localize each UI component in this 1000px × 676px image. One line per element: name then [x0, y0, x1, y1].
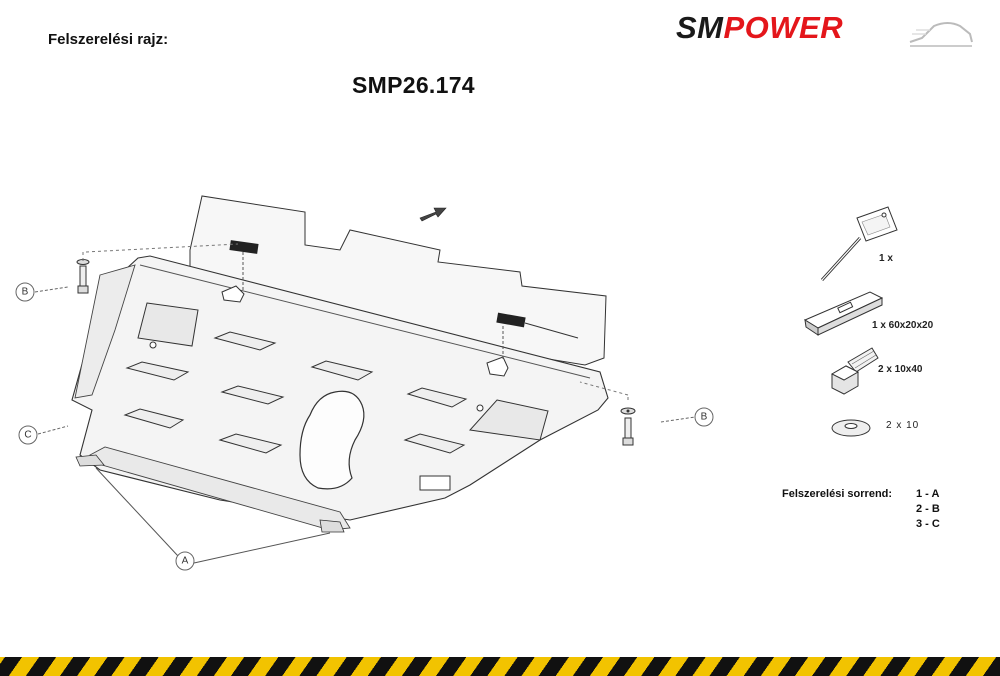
callout-b-right: B [694, 407, 714, 427]
logo-car-icon [909, 22, 973, 47]
drawing-title-label: Felszerelési rajz: [48, 31, 169, 48]
svg-text:C: C [24, 430, 31, 441]
sequence-step-3: 3 - C [916, 518, 940, 530]
callout-a: A [175, 551, 195, 571]
part-number: SMP26.174 [352, 72, 475, 98]
hazard-stripe-band [0, 657, 1000, 676]
sequence-label: Felszerelési sorrend: [782, 488, 893, 500]
logo-part-sm: SM [676, 10, 724, 45]
right-bolt-assembly [579, 381, 636, 446]
svg-text:B: B [22, 287, 29, 298]
direction-arrow-icon [419, 207, 447, 222]
hardware-label-plate: 1 x 60x20x20 [872, 320, 934, 331]
svg-text:B: B [701, 412, 708, 423]
callout-b-left: B [15, 282, 35, 302]
callout-c: C [18, 425, 38, 445]
left-bolt-assembly [76, 243, 239, 294]
logo-wordmark: SMPOWER [676, 10, 843, 46]
skid-plate-vents [123, 331, 468, 454]
drain-opening [299, 390, 365, 490]
installation-diagram: B B C A [15, 195, 898, 571]
sequence-step-1: 1 - A [916, 488, 940, 500]
plate-icon [803, 291, 884, 336]
svg-text:A: A [182, 556, 189, 567]
smpower-logo: SMPOWER [676, 10, 976, 54]
clip-tool-icon [820, 206, 898, 282]
hardware-label-bolt: 2 x 10x40 [878, 364, 923, 375]
logo-part-power: POWER [723, 10, 844, 45]
bolt-icon [830, 347, 879, 395]
washer-icon [831, 419, 871, 437]
hardware-label-washer: 2 x 10 [886, 420, 920, 431]
hardware-label-clip-tool: 1 x [879, 253, 893, 264]
sequence-step-2: 2 - B [916, 503, 940, 515]
